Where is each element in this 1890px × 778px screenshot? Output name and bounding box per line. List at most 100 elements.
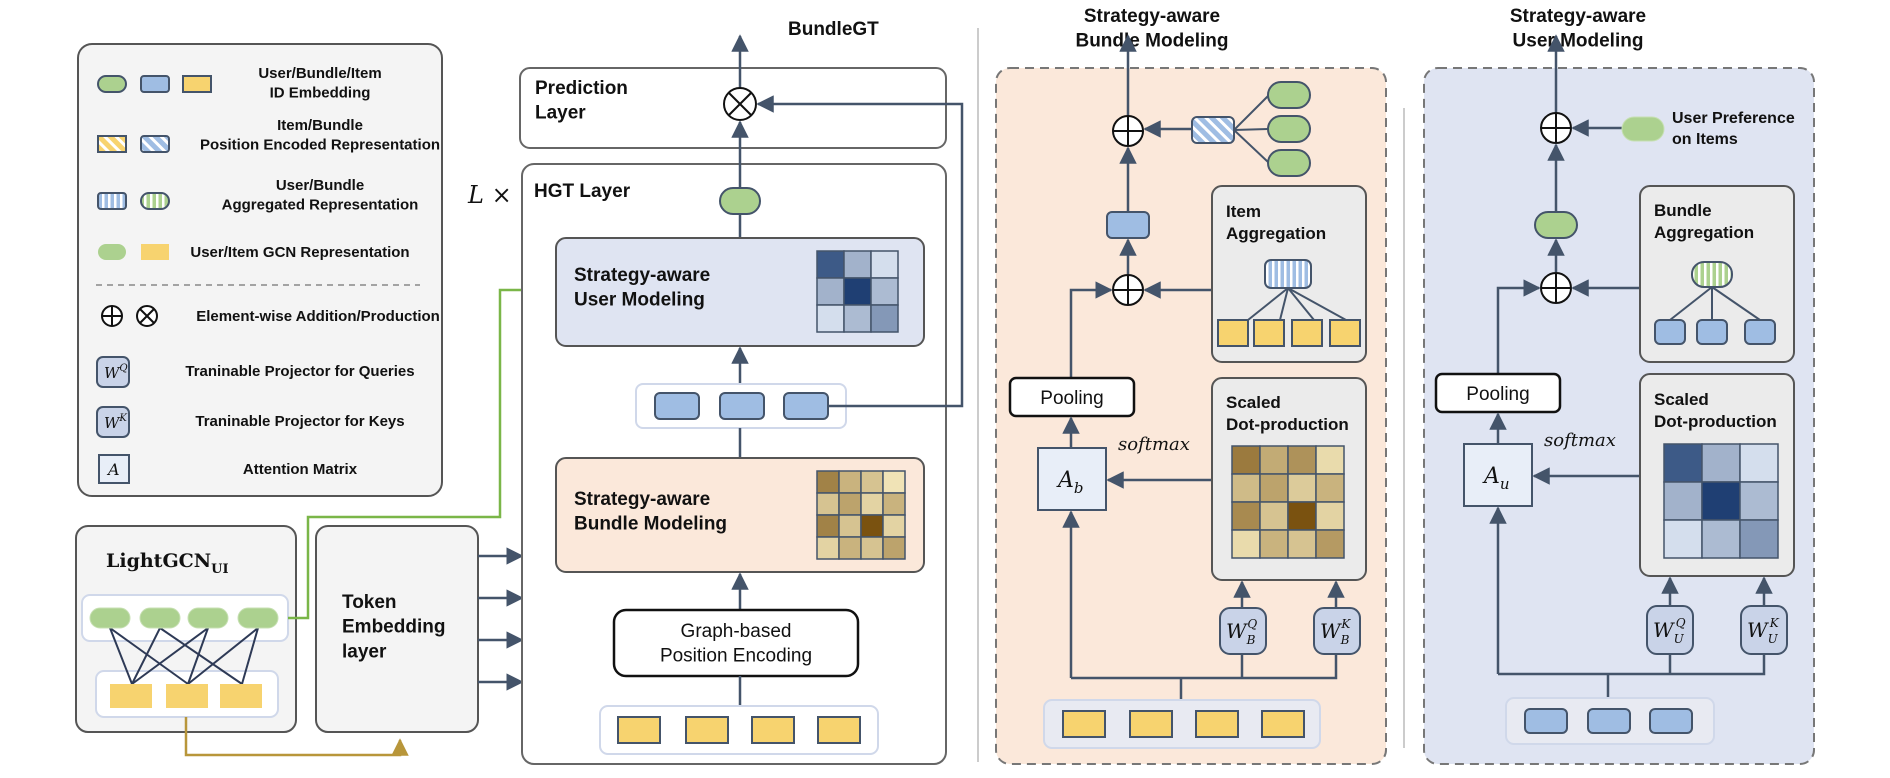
user-big-heatmap-cell xyxy=(1739,481,1779,521)
user-big-heatmap-cell xyxy=(1701,519,1741,559)
circle-times-icon xyxy=(136,305,158,327)
lightgcn-box: LightGCNUI xyxy=(75,525,297,733)
legend-attention: Attention Matrix xyxy=(243,461,358,478)
bundle-output-token xyxy=(1106,211,1150,239)
svg-text:Ab: Ab xyxy=(1056,468,1084,497)
bundle-big-heatmap-cell xyxy=(1259,501,1289,531)
user-small-heatmap-cell xyxy=(816,277,845,306)
svg-text:WQ: WQ xyxy=(104,363,128,382)
user-small-heatmap-cell xyxy=(870,277,899,306)
bundle-attention-matrix: Ab xyxy=(1037,447,1107,511)
user-big-heatmap-cell xyxy=(1739,519,1779,559)
user-small-heatmap-cell xyxy=(843,250,872,279)
bundle-big-heatmap-cell xyxy=(1315,445,1345,475)
bundle-small-heatmap-cell xyxy=(816,492,840,516)
bundle-small-heatmap-cell xyxy=(838,470,862,494)
bundle-small-heatmap-cell xyxy=(816,536,840,560)
svg-text:WBK: WBK xyxy=(1320,617,1351,647)
user-small-heatmap-cell xyxy=(816,304,845,333)
user-wq-projector: WUQ xyxy=(1646,605,1694,655)
prediction-product-icon xyxy=(723,87,757,121)
bundle-big-heatmap-cell xyxy=(1287,529,1317,559)
legend-wq: Traninable Projector for Queries xyxy=(185,363,414,380)
user-attention-matrix: Au xyxy=(1463,443,1533,507)
aggregated-icon xyxy=(97,192,170,210)
bundle-attention-heatmap xyxy=(816,470,906,560)
bundle-big-heatmap-cell xyxy=(1315,529,1345,559)
user-input-bundles xyxy=(1505,697,1715,745)
svg-text:Au: Au xyxy=(1482,464,1510,493)
user-add-top-icon xyxy=(1540,112,1572,144)
bundle-small-heatmap-cell xyxy=(882,492,906,516)
bundle-wq-projector: WBQ xyxy=(1219,607,1267,655)
svg-text:WBQ: WBQ xyxy=(1226,617,1257,647)
bundle-small-heatmap-cell xyxy=(838,492,862,516)
bundle-big-heatmap-cell xyxy=(1287,501,1317,531)
bundle-pooling-label: Pooling xyxy=(1040,388,1103,409)
bundle-add-top-icon xyxy=(1112,115,1144,147)
user-big-heatmap-cell xyxy=(1701,481,1741,521)
legend-element-wise: Element-wise Addition/Production xyxy=(196,308,440,325)
user-preference-token xyxy=(1621,116,1665,142)
bundle-big-heatmap-cell xyxy=(1259,529,1289,559)
bundle-small-heatmap-cell xyxy=(816,470,840,494)
user-pooling-label: Pooling xyxy=(1466,384,1529,405)
layer-repeat: L × xyxy=(467,181,512,209)
bundle-small-heatmap-cell xyxy=(860,492,884,516)
item-token-row xyxy=(599,705,879,755)
svg-text:WUQ: WUQ xyxy=(1653,616,1686,646)
svg-text:A: A xyxy=(106,460,120,479)
lightgcn-edges xyxy=(109,627,259,685)
bundle-token-row xyxy=(635,383,847,429)
bundle-dot-product-heatmap xyxy=(1231,445,1345,559)
bundle-big-heatmap-cell xyxy=(1315,501,1345,531)
user-output-token xyxy=(1534,211,1578,239)
bundle-small-heatmap-cell xyxy=(860,536,884,560)
user-small-heatmap-cell xyxy=(843,277,872,306)
user-small-heatmap-cell xyxy=(843,304,872,333)
position-encoded-icon xyxy=(97,135,170,153)
user-big-heatmap-cell xyxy=(1701,443,1741,483)
user-big-heatmap-cell xyxy=(1663,519,1703,559)
bundle-add-mid-icon xyxy=(1112,274,1144,306)
bundle-big-heatmap-cell xyxy=(1231,445,1261,475)
bundle-small-heatmap-cell xyxy=(816,514,840,538)
user-dot-product-heatmap xyxy=(1663,443,1779,559)
bundle-big-heatmap-cell xyxy=(1259,473,1289,503)
user-small-heatmap-cell xyxy=(870,250,899,279)
bundle-wk-projector: WBK xyxy=(1313,607,1361,655)
bundle-big-heatmap-cell xyxy=(1231,529,1261,559)
bundle-position-encoded-token xyxy=(1191,116,1235,144)
bundle-pooling-box: Pooling xyxy=(1008,376,1136,418)
user-wk-projector: WUK xyxy=(1740,605,1788,655)
user-output-embedding xyxy=(719,187,761,215)
user-add-mid-icon xyxy=(1540,272,1572,304)
bundle-softmax-label: softmax xyxy=(1118,434,1190,455)
hgt-layer-label: HGT Layer xyxy=(534,181,631,202)
bundle-small-heatmap-cell xyxy=(882,470,906,494)
user-small-heatmap-cell xyxy=(870,304,899,333)
bundlegt-title: BundleGT xyxy=(788,19,879,40)
green-connector xyxy=(288,281,554,620)
wk-projector-icon: WK xyxy=(96,406,130,438)
bundle-small-heatmap-cell xyxy=(882,514,906,538)
lightgcn-title: LightGCNUI xyxy=(106,550,229,577)
wq-projector-icon: WQ xyxy=(96,356,130,388)
circle-plus-icon xyxy=(101,305,123,327)
bundle-to-prediction-arrow xyxy=(756,95,964,408)
